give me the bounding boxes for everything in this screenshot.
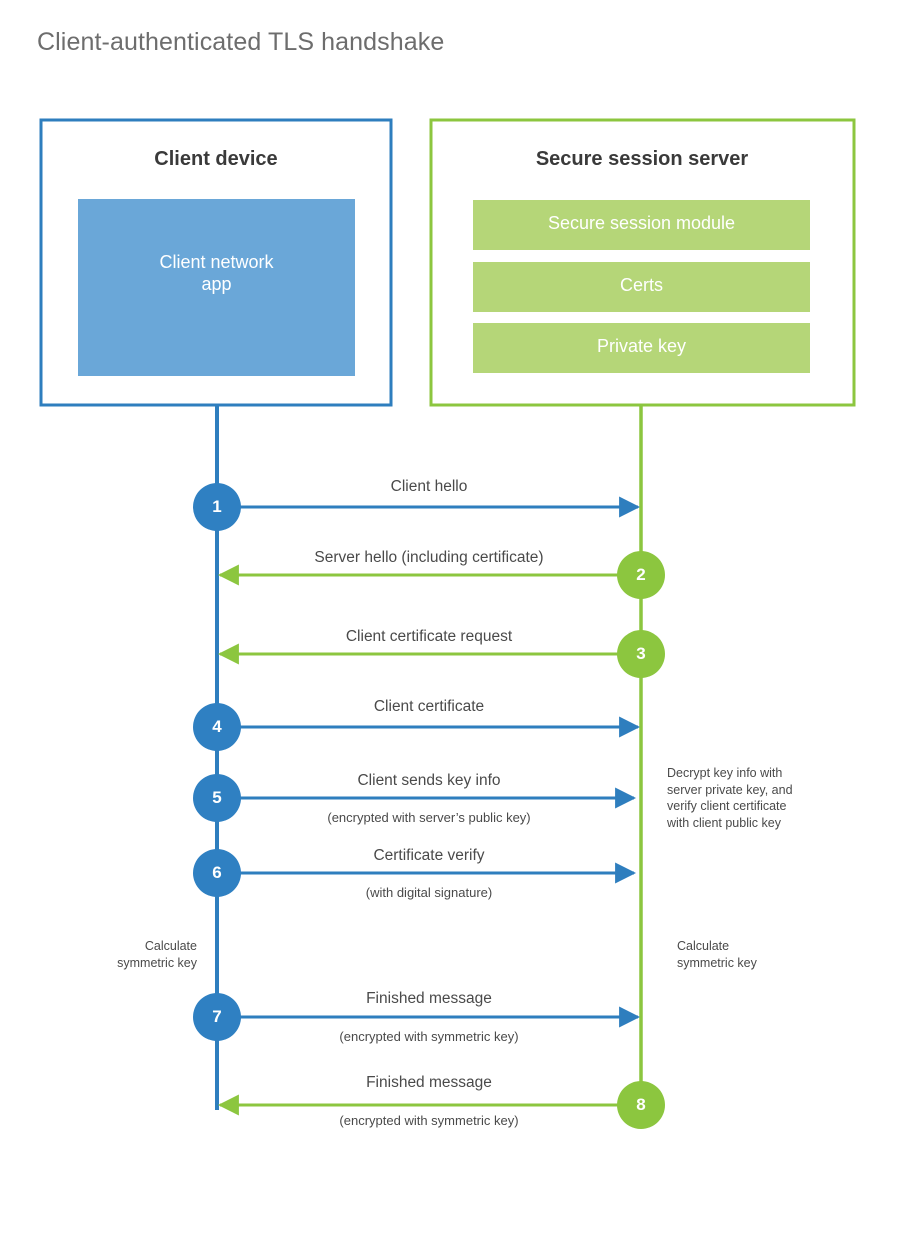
certs-block	[473, 262, 810, 312]
step-4-circle	[193, 703, 241, 751]
step-2-label: Server hello (including certificate)	[314, 549, 544, 566]
step-2-number: 2	[636, 565, 646, 584]
secure-session-server-title: Secure session server	[535, 148, 749, 170]
step-4-label: Client certificate	[373, 698, 485, 715]
server-decrypt-note: Decrypt key info with server private key…	[667, 766, 793, 830]
step-1-label: Client hello	[390, 478, 468, 495]
step-3-number: 3	[636, 644, 646, 663]
step-8-label: Finished message	[366, 1074, 492, 1091]
server-calculate-note: Calculate symmetric key	[677, 939, 757, 970]
client-network-app-block	[78, 199, 355, 376]
step-2-circle	[617, 551, 665, 599]
step-8-number: 8	[636, 1095, 646, 1114]
step-4-number: 4	[212, 717, 222, 736]
client-network-app-label: Client network app	[159, 252, 274, 294]
step-5-label: Client sends key info	[357, 772, 501, 789]
step-8-circle	[617, 1081, 665, 1129]
step-5-sublabel: (encrypted with server’s public key)	[327, 810, 531, 825]
client-calculate-note: Calculate symmetric key	[117, 939, 197, 970]
step-1-circle	[193, 483, 241, 531]
certs-label: Certs	[619, 275, 663, 295]
step-5-circle	[193, 774, 241, 822]
page-title: Client-authenticated TLS handshake	[37, 28, 445, 56]
step-7-label: Finished message	[366, 990, 492, 1007]
step-7-circle	[193, 993, 241, 1041]
step-1-number: 1	[212, 497, 222, 516]
step-6-sublabel: (with digital signature)	[365, 885, 493, 900]
step-8-sublabel: (encrypted with symmetric key)	[339, 1113, 519, 1128]
step-3-circle	[617, 630, 665, 678]
secure-session-module-block	[473, 200, 810, 250]
step-7-number: 7	[212, 1007, 222, 1026]
private-key-label: Private key	[596, 336, 687, 356]
private-key-block	[473, 323, 810, 373]
step-6-number: 6	[212, 863, 222, 882]
client-device-title: Client device	[154, 148, 278, 170]
step-6-label: Certificate verify	[373, 847, 485, 864]
step-3-label: Client certificate request	[345, 628, 513, 645]
step-7-sublabel: (encrypted with symmetric key)	[339, 1029, 519, 1044]
step-5-number: 5	[212, 788, 222, 807]
secure-session-module-label: Secure session module	[547, 213, 736, 233]
step-6-circle	[193, 849, 241, 897]
